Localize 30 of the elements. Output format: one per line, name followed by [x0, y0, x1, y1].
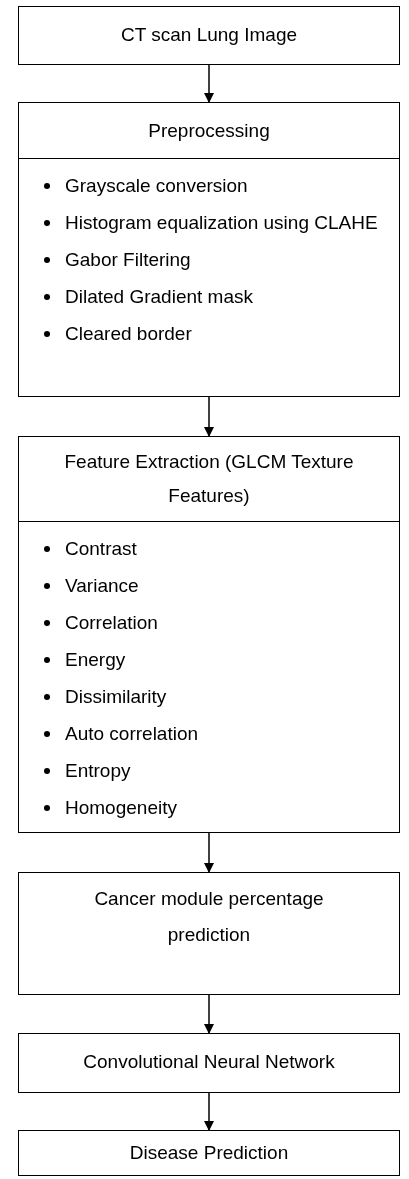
arrow — [204, 64, 214, 103]
process-box — [18, 1033, 400, 1093]
process-box — [18, 1130, 400, 1176]
list-item: Energy — [65, 648, 126, 672]
process-box — [18, 102, 400, 397]
box-label: Convolutional Neural Network — [83, 1050, 335, 1074]
arrow — [204, 832, 214, 873]
list-item: Cleared border — [65, 322, 192, 346]
process-box — [18, 872, 400, 995]
arrow — [204, 994, 214, 1034]
list-item: Dilated Gradient mask — [65, 285, 253, 309]
process-box — [18, 436, 400, 833]
list-item: Homogeneity — [65, 796, 177, 820]
list-item: Grayscale conversion — [65, 174, 248, 198]
box-label: Disease Prediction — [129, 1141, 289, 1165]
list-item: Histogram equalization using CLAHE — [65, 211, 378, 235]
list-item: Auto correlation — [65, 722, 199, 746]
arrow — [204, 396, 214, 437]
list-item: Contrast — [65, 537, 137, 561]
box-title: Preprocessing — [148, 118, 270, 143]
process-box — [18, 6, 400, 65]
box-label: Cancer module percentage prediction — [93, 887, 325, 947]
list-item: Gabor Filtering — [65, 248, 191, 272]
list-item: Dissimilarity — [65, 685, 167, 709]
list-item: Variance — [65, 574, 139, 598]
arrow — [204, 1092, 214, 1131]
list-item: Entropy — [65, 759, 131, 783]
box-title: Feature Extraction (GLCM Texture Features) — [64, 450, 354, 508]
box-label: CT scan Lung Image — [121, 23, 297, 47]
list-item: Correlation — [65, 611, 158, 635]
